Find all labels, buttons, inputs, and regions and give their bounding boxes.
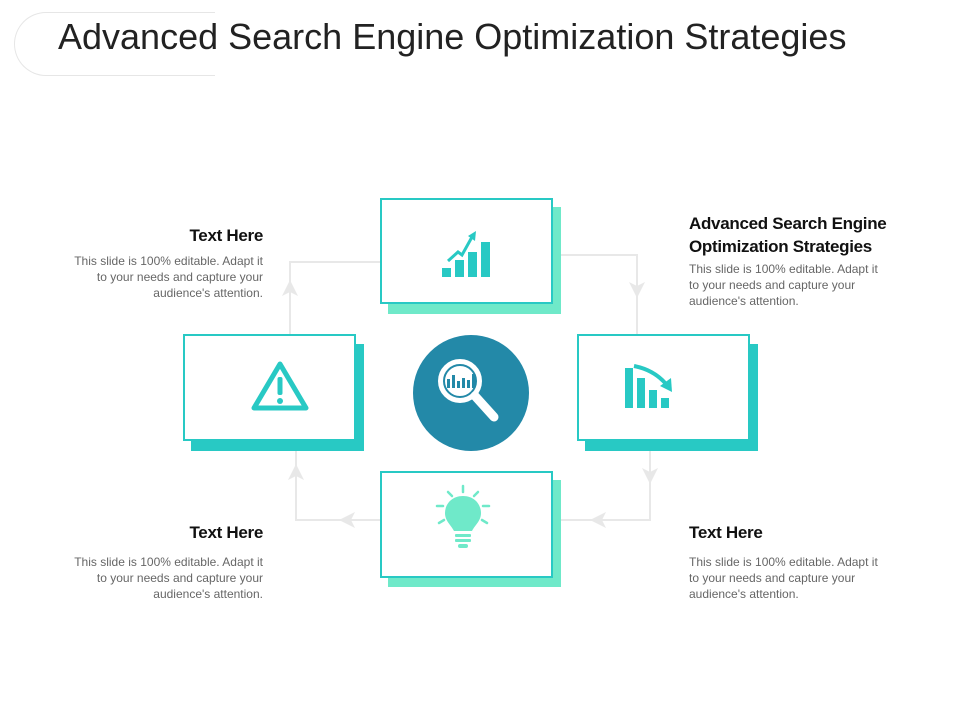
text-block-body: This slide is 100% editable. Adapt it to… — [689, 262, 878, 308]
text-block-top-left: Text Here This slide is 100% editable. A… — [63, 224, 263, 301]
title-decoration — [14, 12, 215, 76]
arrow-left-bottom-left — [339, 512, 355, 528]
box-left — [183, 334, 356, 441]
text-block-heading: Text Here — [189, 523, 263, 542]
text-block-bottom-right: Text Here This slide is 100% editable. A… — [689, 521, 889, 602]
slide-title: Advanced Search Engine Optimization Stra… — [58, 16, 847, 57]
text-block-body: This slide is 100% editable. Adapt it to… — [74, 555, 263, 601]
lightbulb-icon — [435, 484, 491, 548]
arrow-up-left — [282, 280, 298, 296]
text-block-body: This slide is 100% editable. Adapt it to… — [74, 254, 263, 300]
arrow-down-bottom-right — [642, 468, 658, 484]
text-block-bottom-left: Text Here This slide is 100% editable. A… — [63, 521, 263, 602]
decline-chart-icon — [625, 364, 672, 408]
magnifier-analytics-icon — [438, 359, 499, 422]
text-block-heading: Text Here — [689, 523, 763, 542]
text-block-heading: Advanced Search Engine Optimization Stra… — [689, 214, 887, 256]
arrow-left-bottom-right — [590, 512, 606, 528]
arrow-down-right — [629, 282, 645, 298]
arrow-up-bottom-left — [288, 464, 304, 480]
warning-icon — [251, 361, 309, 411]
text-block-top-right: Advanced Search Engine Optimization Stra… — [689, 212, 929, 309]
text-block-body: This slide is 100% editable. Adapt it to… — [689, 555, 878, 601]
growth-chart-icon — [442, 231, 490, 277]
text-block-heading: Text Here — [189, 226, 263, 245]
box-top — [380, 198, 553, 304]
